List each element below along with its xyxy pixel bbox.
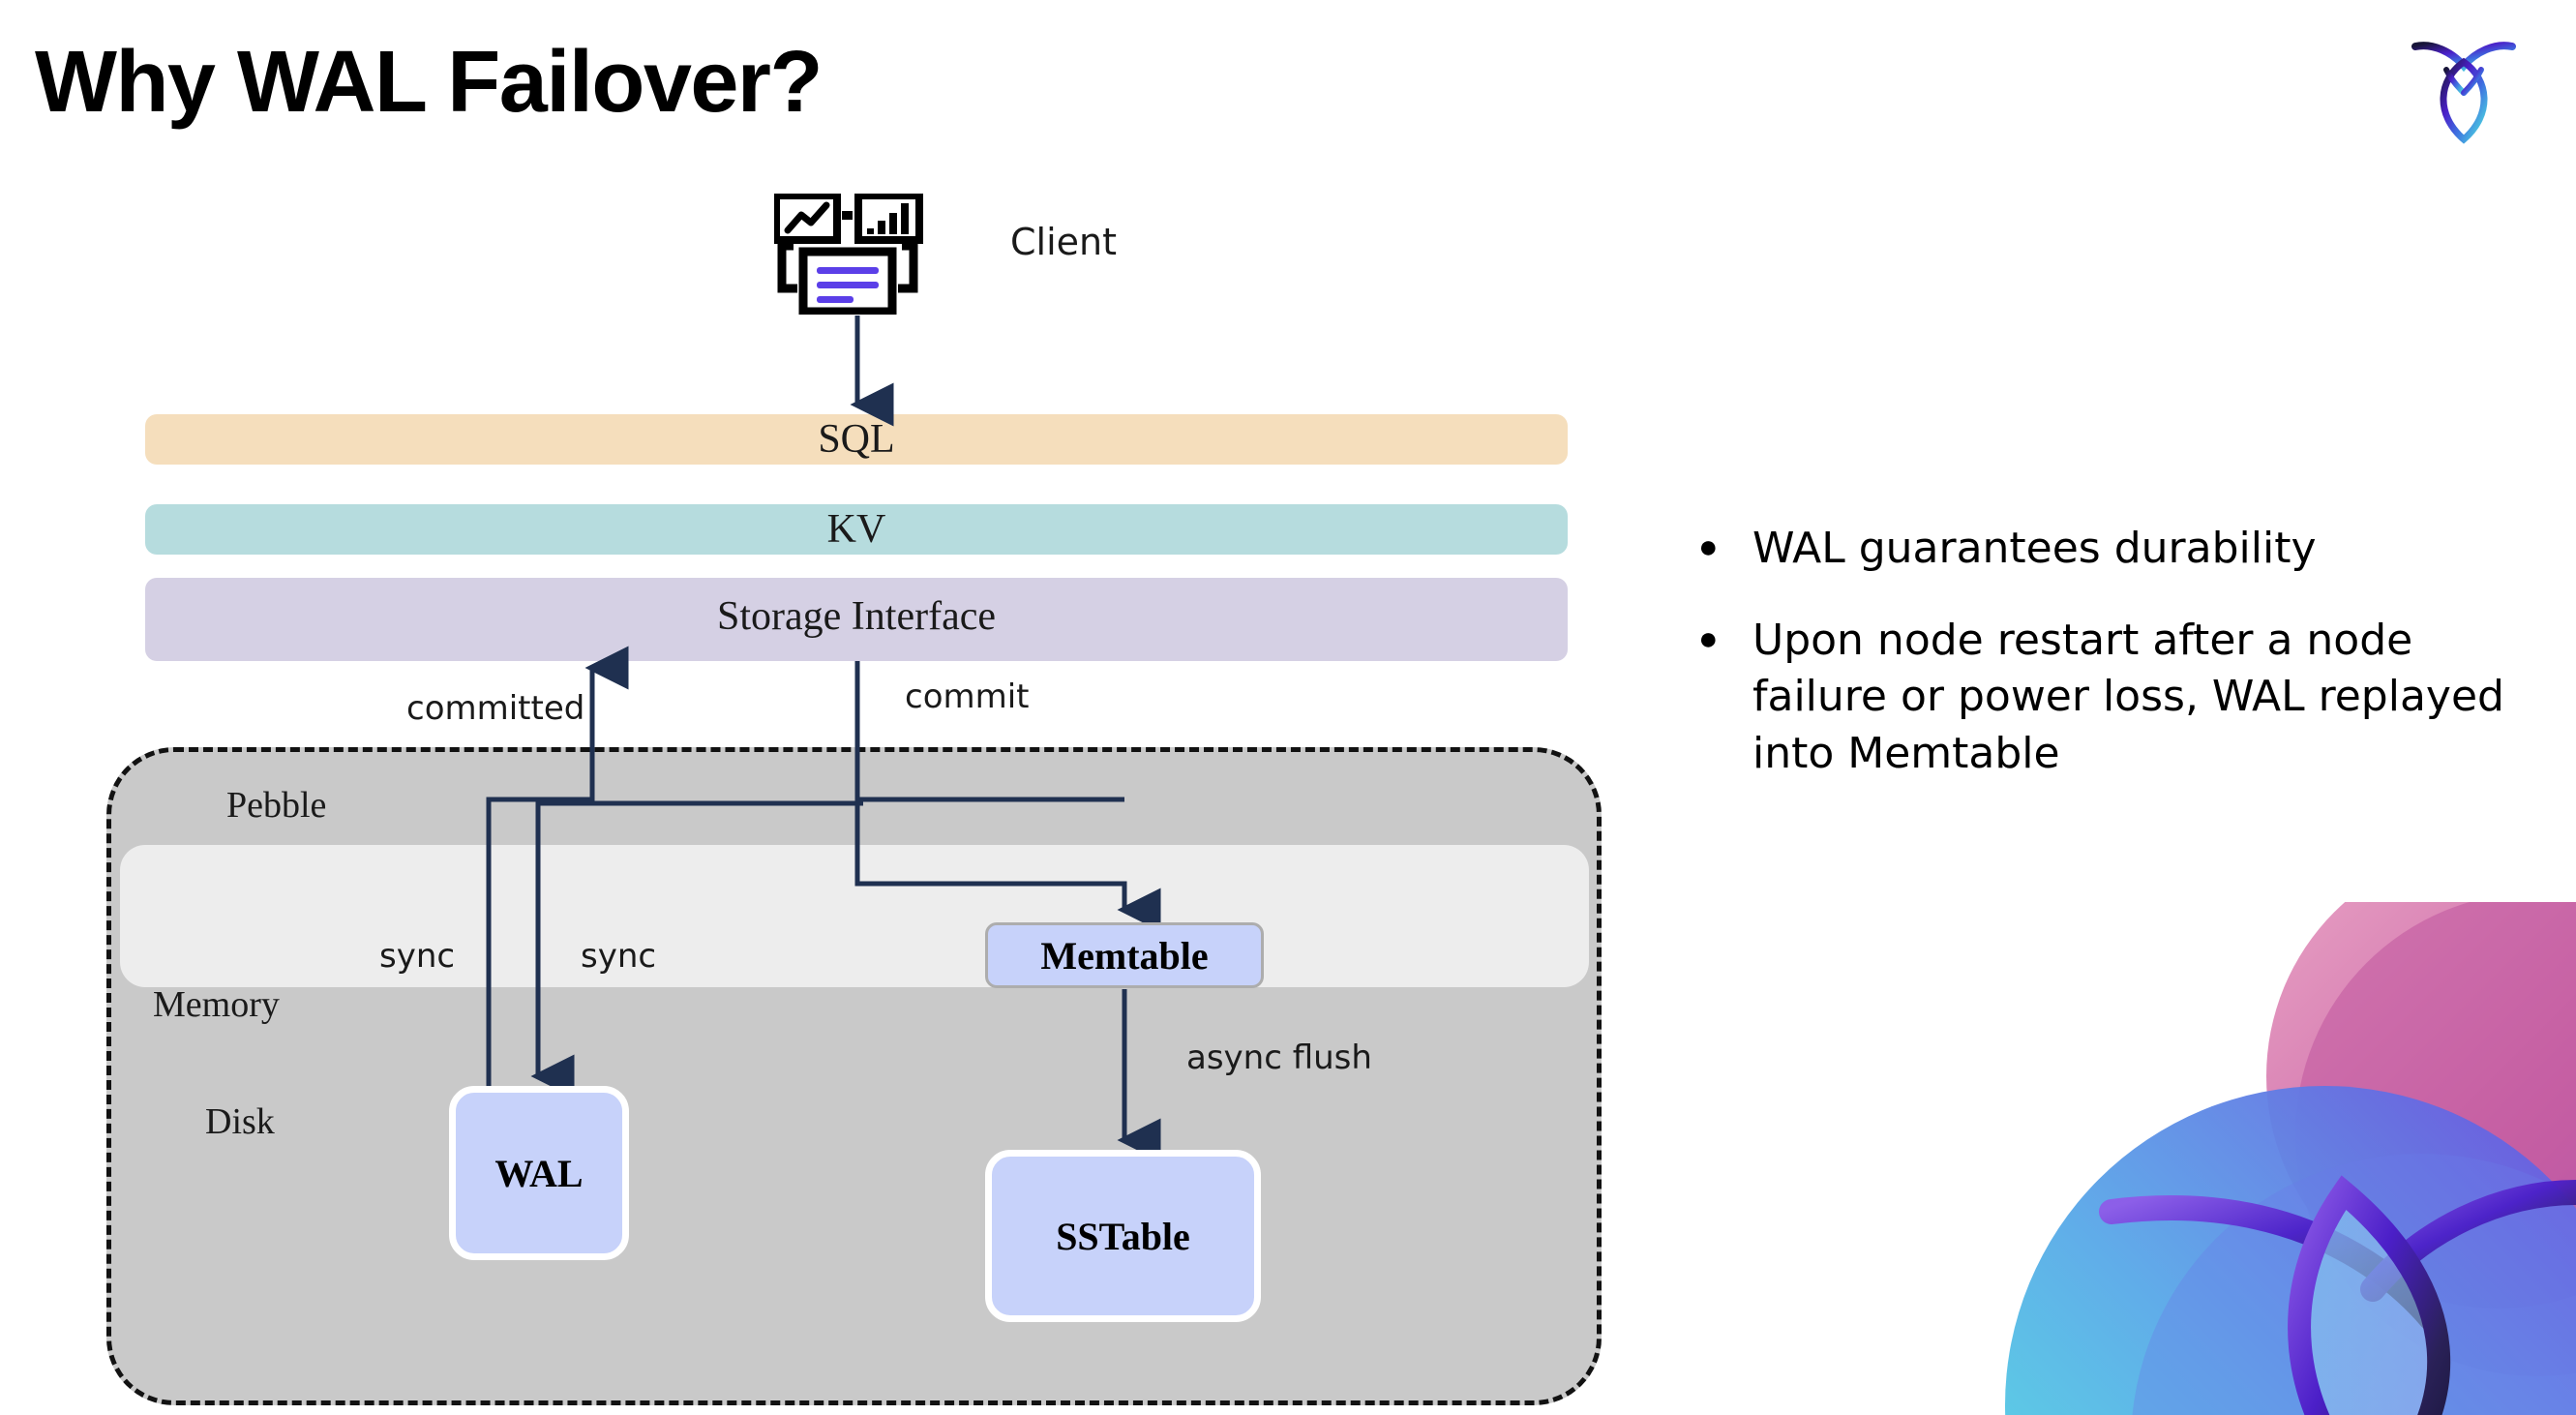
list-item: ● Upon node restart after a node failure… [1698, 613, 2550, 783]
disk-label: Disk [205, 1101, 275, 1142]
layer-bar-sql: SQL [145, 414, 1568, 465]
layer-label-sql: SQL [818, 417, 895, 462]
bullet-text: WAL guarantees durability [1752, 524, 2317, 573]
list-item: ● WAL guarantees durability [1698, 521, 2550, 578]
layer-bar-storage-interface: Storage Interface [145, 578, 1568, 661]
page-title: Why WAL Failover? [35, 34, 823, 131]
pebble-label: Pebble [226, 785, 327, 826]
cockroachdb-decorative-circles [1918, 902, 2576, 1415]
bullet-marker-icon: ● [1698, 528, 1719, 565]
bullet-list: ● WAL guarantees durability ● Upon node … [1698, 521, 2550, 817]
bullet-marker-icon: ● [1698, 619, 1719, 657]
node-memtable-label: Memtable [1040, 933, 1209, 978]
client-dashboard-icon [772, 192, 929, 316]
wal-architecture-diagram: Client SQL KV Storage Interface Pebble M… [106, 192, 1602, 1405]
node-wal: WAL [449, 1086, 629, 1260]
edge-label-sync-left: sync [379, 937, 456, 976]
layer-label-storage-interface: Storage Interface [717, 594, 996, 639]
memory-label: Memory [153, 984, 280, 1025]
layer-label-kv: KV [826, 507, 886, 552]
cockroachdb-logo-icon [2406, 31, 2522, 145]
edge-label-sync-right: sync [581, 937, 657, 976]
client-label: Client [1010, 221, 1118, 263]
node-memtable: Memtable [985, 922, 1264, 988]
edge-label-async-flush: async flush [1186, 1039, 1372, 1077]
node-sstable-label: SSTable [1056, 1214, 1190, 1258]
memory-zone [120, 845, 1589, 987]
edge-label-committed: committed [406, 689, 585, 728]
bullet-text: Upon node restart after a node failure o… [1752, 615, 2504, 778]
node-sstable: SSTable [985, 1150, 1261, 1322]
layer-bar-kv: KV [145, 504, 1568, 555]
node-wal-label: WAL [494, 1151, 584, 1195]
edge-label-commit: commit [905, 677, 1030, 716]
